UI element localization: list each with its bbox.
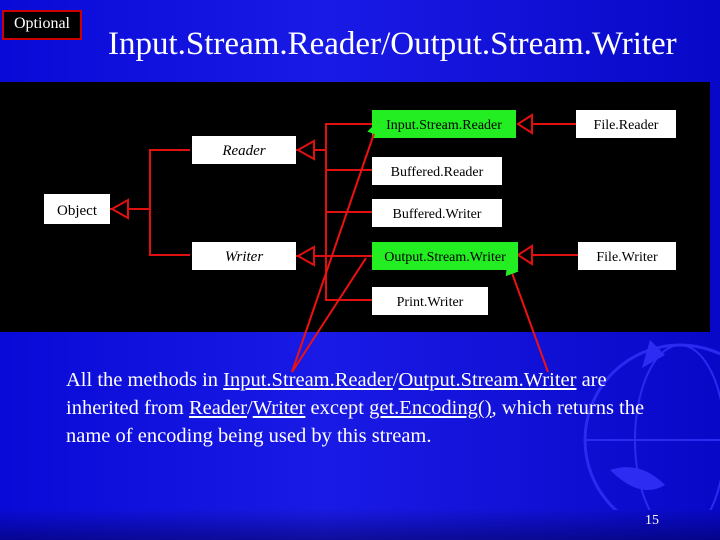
svg-text:File.Writer: File.Writer bbox=[596, 250, 658, 265]
svg-text:Output.Stream.Writer: Output.Stream.Writer bbox=[384, 250, 506, 265]
optional-badge-label: Optional bbox=[14, 15, 70, 32]
svg-text:Input.Stream.Reader: Input.Stream.Reader bbox=[386, 118, 502, 133]
svg-text:Writer: Writer bbox=[225, 249, 263, 265]
optional-badge: Optional bbox=[2, 10, 82, 40]
node-file-reader: File.Reader bbox=[576, 110, 676, 138]
svg-text:Print.Writer: Print.Writer bbox=[397, 295, 464, 310]
bottom-band bbox=[0, 508, 720, 540]
link-get-encoding: get.Encoding() bbox=[369, 397, 492, 419]
link-writer: Writer bbox=[252, 397, 306, 419]
svg-text:Reader: Reader bbox=[221, 143, 265, 159]
node-object: Object bbox=[44, 194, 110, 224]
node-writer: Writer bbox=[192, 242, 296, 270]
node-reader: Reader bbox=[192, 136, 296, 164]
page-number: 15 bbox=[645, 513, 659, 528]
svg-text:File.Reader: File.Reader bbox=[594, 118, 659, 133]
class-hierarchy-diagram: Object Reader Writer Input.Stream.Reader… bbox=[0, 82, 720, 332]
slide-title: Input.Stream.Reader/Output.Stream.Writer bbox=[108, 26, 677, 62]
node-buffered-writer: Buffered.Writer bbox=[372, 199, 502, 227]
node-input-stream-reader: Input.Stream.Reader bbox=[372, 110, 516, 138]
link-reader: Reader bbox=[188, 397, 248, 419]
node-print-writer: Print.Writer bbox=[372, 287, 488, 315]
svg-text:Object: Object bbox=[57, 203, 98, 219]
svg-text:Buffered.Writer: Buffered.Writer bbox=[393, 207, 482, 222]
globe-decoration-icon bbox=[583, 340, 720, 510]
body-paragraph: All the methods in Input.Stream.Reader/O… bbox=[66, 369, 645, 447]
node-buffered-reader: Buffered.Reader bbox=[372, 157, 502, 185]
svg-text:Buffered.Reader: Buffered.Reader bbox=[391, 165, 484, 180]
node-output-stream-writer: Output.Stream.Writer bbox=[372, 242, 518, 270]
node-file-writer: File.Writer bbox=[578, 242, 676, 270]
link-input-stream-reader: Input.Stream.Reader bbox=[223, 369, 393, 391]
link-output-stream-writer: Output.Stream.Writer bbox=[398, 369, 577, 391]
